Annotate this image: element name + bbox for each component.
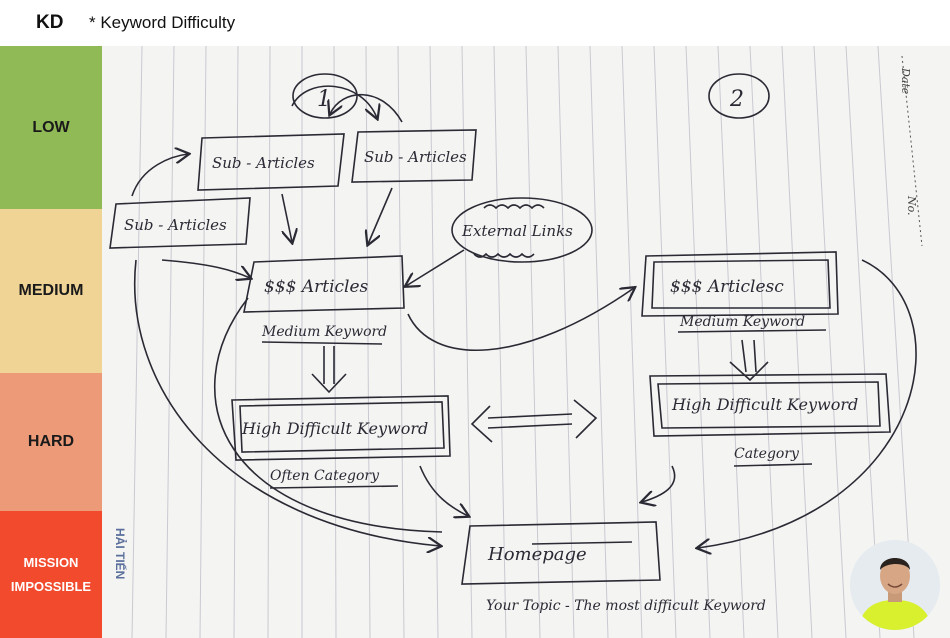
- sub-articles-box-a: [197, 133, 345, 191]
- author-avatar: [850, 540, 940, 630]
- sub-articles-c-label: Sub - Articles: [124, 216, 227, 234]
- margin-no-label: No.: [905, 195, 918, 216]
- circle-1-label: 1: [317, 87, 331, 112]
- medium-keyword-right-label: Medium Keyword: [679, 314, 805, 330]
- articles-left-box: [243, 255, 405, 313]
- homepage-label: Homepage: [487, 544, 587, 565]
- ruled-lines: [131, 46, 915, 638]
- kd-note: * Keyword Difficulty: [89, 13, 236, 32]
- level-hard: HARD: [0, 373, 102, 511]
- circle-1: [292, 73, 358, 119]
- high-keyword-left-box: [231, 395, 451, 461]
- header-bar: KD * Keyword Difficulty: [0, 0, 950, 46]
- high-keyword-left-label: High Difficult Keyword: [241, 419, 428, 438]
- external-links-label: External Links: [461, 222, 573, 240]
- avatar-person-icon: [850, 540, 940, 630]
- level-low-label: LOW: [32, 118, 70, 136]
- side-signature: HẢI TIẾN: [113, 528, 128, 579]
- high-keyword-right-label: High Difficult Keyword: [671, 395, 858, 414]
- medium-keyword-left-label: Medium Keyword: [261, 324, 387, 340]
- external-links-cloud: [451, 197, 593, 263]
- category-label: Category: [734, 446, 800, 462]
- level-medium-label: MEDIUM: [18, 282, 84, 299]
- homepage-box: [461, 521, 661, 585]
- kd-label: KD: [36, 12, 64, 33]
- high-keyword-right-box: [649, 373, 891, 437]
- your-topic-label: Your Topic - The most difficult Keyword: [486, 598, 766, 614]
- level-mission-label-2: IMPOSSIBLE: [10, 578, 92, 594]
- level-mission-label-1: MISSION: [23, 554, 79, 570]
- level-hard-label: HARD: [27, 433, 75, 450]
- sub-articles-b-label: Sub - Articles: [364, 148, 467, 166]
- level-mission-impossible: MISSION IMPOSSIBLE: [0, 511, 102, 638]
- sketch-strokes: [109, 73, 917, 585]
- sub-articles-box-c: [109, 197, 251, 249]
- level-medium: MEDIUM: [0, 209, 102, 373]
- circle-2: [708, 73, 770, 119]
- whiteboard-sketch: 1 2 Sub - Articles Sub - Articles Sub - …: [102, 46, 950, 638]
- articles-right-box: [641, 251, 839, 317]
- articles-right-label: $$$ Articlesc: [670, 277, 784, 297]
- level-low: LOW: [0, 46, 102, 209]
- circle-2-label: 2: [729, 87, 744, 112]
- often-category-label: Often Category: [270, 468, 380, 484]
- sub-articles-a-label: Sub - Articles: [212, 154, 315, 172]
- sub-articles-box-b: [351, 129, 477, 183]
- sketch-canvas: 1 2 Sub - Articles Sub - Articles Sub - …: [109, 46, 923, 638]
- margin-date-label: Date: [899, 67, 912, 95]
- articles-left-label: $$$ Articles: [264, 277, 369, 297]
